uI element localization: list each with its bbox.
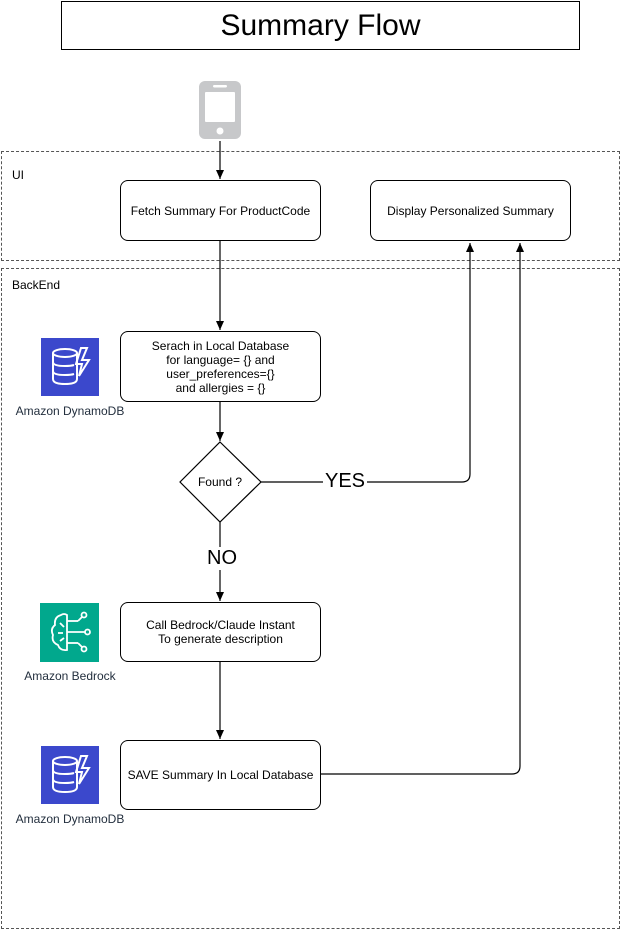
bedrock-line-1: Call Bedrock/Claude Instant — [146, 618, 295, 632]
edge-save-to-display — [321, 243, 524, 775]
dynamodb-icon — [41, 746, 99, 804]
diagram-title: Summary Flow — [61, 1, 580, 50]
dynamodb-label-1: Amazon DynamoDB — [15, 404, 125, 418]
search-line-2: for language= {} and — [166, 352, 275, 367]
no-edge-label: NO — [205, 547, 239, 570]
found-decision-label: Found ? — [197, 475, 243, 489]
search-line-3: user_preferences={} — [166, 366, 275, 381]
search-local-db-node: Serach in Local Database for language= {… — [120, 331, 321, 402]
bedrock-icon — [40, 603, 99, 662]
backend-lane — [1, 268, 620, 929]
display-summary-node: Display Personalized Summary — [370, 180, 571, 241]
fetch-summary-node: Fetch Summary For ProductCode — [120, 180, 321, 241]
yes-edge-label: YES — [323, 470, 368, 493]
search-line-4: and allergies = {} — [175, 380, 266, 395]
search-line-1: Serach in Local Database — [151, 338, 290, 353]
ui-lane — [1, 151, 620, 261]
dynamodb-label-2: Amazon DynamoDB — [15, 812, 125, 826]
bedrock-label: Amazon Bedrock — [24, 669, 116, 683]
bedrock-line-2: To generate description — [158, 632, 283, 646]
backend-lane-label: BackEnd — [12, 278, 61, 292]
ui-lane-label: UI — [12, 168, 24, 182]
found-decision-diamond — [179, 441, 262, 523]
save-summary-node: SAVE Summary In Local Database — [120, 740, 321, 810]
dynamodb-icon — [41, 338, 99, 396]
mobile-device-icon — [198, 80, 242, 140]
call-bedrock-node: Call Bedrock/Claude Instant To generate … — [120, 602, 321, 662]
edge-found-yes-to-display — [261, 243, 474, 483]
